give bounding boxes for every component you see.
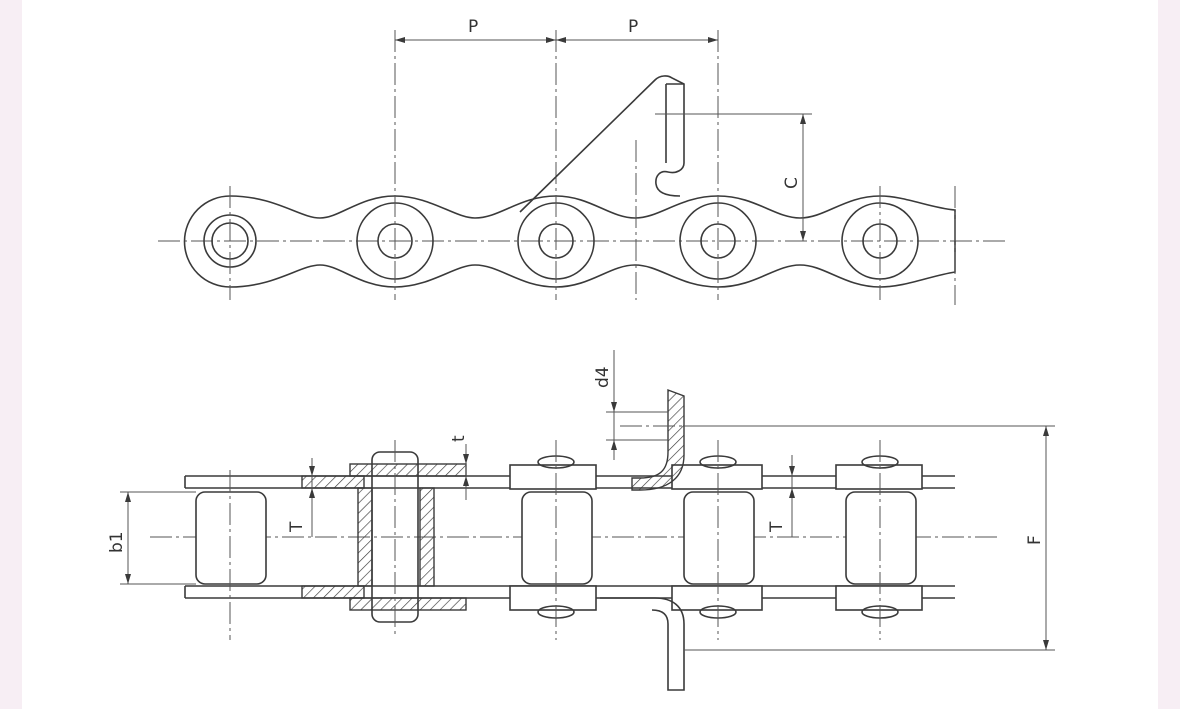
- roller-4: [683, 491, 755, 585]
- sectioned-joint: [301, 440, 467, 635]
- attachment-lower-leg: [600, 597, 685, 691]
- chain-plate-outline: [183, 195, 956, 288]
- roller-1: [195, 491, 267, 585]
- attachment-height-label: C: [782, 177, 802, 189]
- plan-view: b1 T T t d4 F: [107, 350, 1055, 691]
- hole-diameter-label: d4: [593, 366, 613, 388]
- roller-5: [845, 491, 917, 585]
- inner-width-label: b1: [107, 531, 127, 553]
- plate-height-label-left: T: [287, 521, 307, 533]
- pitch-label-left: P: [468, 17, 478, 37]
- attachment-thickness-label: t: [449, 435, 469, 442]
- attachment-bend-section: [631, 388, 685, 491]
- roller-3: [521, 491, 593, 585]
- plate-height-label-right: T: [767, 521, 787, 533]
- attachment-bracket: [519, 75, 685, 213]
- overall-width-label: F: [1025, 535, 1045, 545]
- pitch-label-right: P: [628, 17, 638, 37]
- side-view: P P C: [158, 17, 1008, 305]
